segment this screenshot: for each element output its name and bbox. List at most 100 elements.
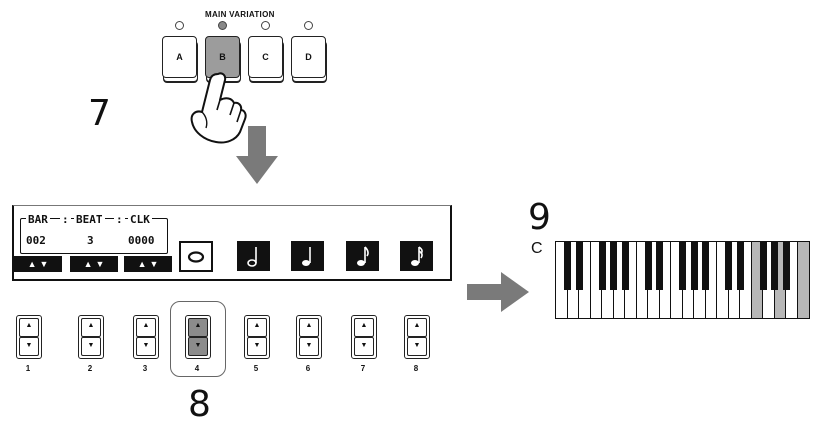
black-key[interactable] [702, 242, 709, 290]
whole-note-button[interactable] [179, 241, 213, 272]
black-key[interactable] [782, 242, 790, 290]
clk-up-down-button[interactable]: ▲▼ [124, 256, 172, 272]
up-down-button-2[interactable]: ▲ ▼ [78, 315, 104, 359]
down-button[interactable]: ▼ [19, 337, 39, 356]
bar-label: BAR [26, 213, 50, 226]
down-triangle-icon: ▼ [25, 342, 33, 349]
down-triangle-icon: ▼ [305, 342, 313, 349]
whole-note-icon [187, 250, 205, 263]
white-key[interactable] [579, 242, 591, 318]
up-triangle-icon: ▲ [87, 322, 95, 329]
up-button[interactable]: ▲ [247, 318, 267, 337]
up-triangle-icon: ▲ [305, 322, 313, 329]
down-triangle-icon: ▼ [142, 342, 150, 349]
down-button[interactable]: ▼ [136, 337, 156, 356]
up-down-button-3[interactable]: ▲ ▼ [133, 315, 159, 359]
up-down-button-8[interactable]: ▲ ▼ [404, 315, 430, 359]
up-button[interactable]: ▲ [81, 318, 101, 337]
white-key[interactable] [706, 242, 717, 318]
up-triangle-icon: ▲ [413, 322, 421, 329]
black-key[interactable] [621, 242, 629, 290]
black-key[interactable] [690, 242, 698, 290]
down-button[interactable]: ▼ [354, 337, 374, 356]
variation-c-button[interactable]: C [248, 36, 283, 78]
down-button[interactable]: ▼ [407, 337, 427, 356]
variation-d-button[interactable]: D [291, 36, 326, 78]
main-variation-title: MAIN VARIATION [205, 10, 275, 19]
black-key[interactable] [656, 242, 663, 290]
black-key[interactable] [736, 242, 744, 290]
down-arrow-icon [236, 126, 278, 184]
step-7-label: 7 [88, 93, 111, 134]
position-separator-1: : [60, 213, 71, 226]
up-triangle-icon: ▲ [253, 322, 261, 329]
beat-value: 3 [87, 234, 94, 247]
beat-up-down-button[interactable]: ▲▼ [70, 256, 118, 272]
right-arrow-icon [467, 272, 529, 312]
up-button[interactable]: ▲ [188, 318, 208, 337]
up-triangle-icon: ▲ [194, 322, 202, 329]
up-down-button-7[interactable]: ▲ ▼ [351, 315, 377, 359]
black-key[interactable] [771, 242, 778, 290]
eighth-note-button[interactable] [346, 241, 379, 271]
up-button[interactable]: ▲ [407, 318, 427, 337]
down-triangle-icon: ▼ [253, 342, 261, 349]
button-number-3: 3 [142, 364, 148, 373]
button-number-8: 8 [413, 364, 419, 373]
black-key[interactable] [610, 242, 617, 290]
white-key[interactable] [786, 242, 798, 318]
down-triangle-icon: ▼ [149, 258, 159, 269]
down-triangle-icon: ▼ [413, 342, 421, 349]
black-key[interactable] [725, 242, 732, 290]
up-triangle-icon: ▲ [360, 322, 368, 329]
variation-a-button[interactable]: A [162, 36, 197, 78]
button-number-6: 6 [305, 364, 311, 373]
variation-d-led [304, 21, 313, 30]
beat-label: BEAT [74, 213, 105, 226]
piano-keyboard [555, 241, 810, 319]
button-number-4: 4 [194, 364, 200, 373]
up-button[interactable]: ▲ [354, 318, 374, 337]
clk-label: CLK [128, 213, 152, 226]
step-9-label: 9 [528, 197, 551, 238]
button-number-2: 2 [87, 364, 93, 373]
sixteenth-note-button[interactable] [400, 241, 433, 271]
quarter-note-icon [301, 247, 311, 266]
down-triangle-icon: ▼ [194, 342, 202, 349]
up-triangle-icon: ▲ [137, 258, 147, 269]
quarter-note-button[interactable] [291, 241, 324, 271]
pointing-hand-icon [190, 72, 247, 144]
selection-highlight-ring [170, 301, 226, 377]
half-note-button[interactable] [237, 241, 270, 271]
up-button[interactable]: ▲ [299, 318, 319, 337]
up-down-button-4[interactable]: ▲ ▼ [185, 315, 211, 359]
white-key[interactable] [625, 242, 637, 318]
black-key[interactable] [759, 242, 767, 290]
up-button[interactable]: ▲ [136, 318, 156, 337]
up-down-button-1[interactable]: ▲ ▼ [16, 315, 42, 359]
down-button[interactable]: ▼ [299, 337, 319, 356]
step-8-label: 8 [188, 384, 211, 425]
black-key[interactable] [564, 242, 571, 290]
up-down-button-6[interactable]: ▲ ▼ [296, 315, 322, 359]
down-button[interactable]: ▼ [188, 337, 208, 356]
white-key[interactable] [740, 242, 752, 318]
up-button[interactable]: ▲ [19, 318, 39, 337]
start-note-label: C [531, 240, 543, 257]
variation-c-led [261, 21, 270, 30]
down-button[interactable]: ▼ [247, 337, 267, 356]
black-key[interactable] [575, 242, 583, 290]
white-key[interactable] [797, 242, 809, 318]
clk-value: 0000 [128, 234, 155, 247]
button-number-5: 5 [253, 364, 259, 373]
down-button[interactable]: ▼ [81, 337, 101, 356]
variation-b-led [218, 21, 227, 30]
black-key[interactable] [598, 242, 606, 290]
bar-value: 002 [26, 234, 46, 247]
bar-up-down-button[interactable]: ▲▼ [14, 256, 62, 272]
button-number-1: 1 [25, 364, 31, 373]
up-down-button-5[interactable]: ▲ ▼ [244, 315, 270, 359]
black-key[interactable] [679, 242, 686, 290]
black-key[interactable] [644, 242, 652, 290]
white-key[interactable] [660, 242, 671, 318]
